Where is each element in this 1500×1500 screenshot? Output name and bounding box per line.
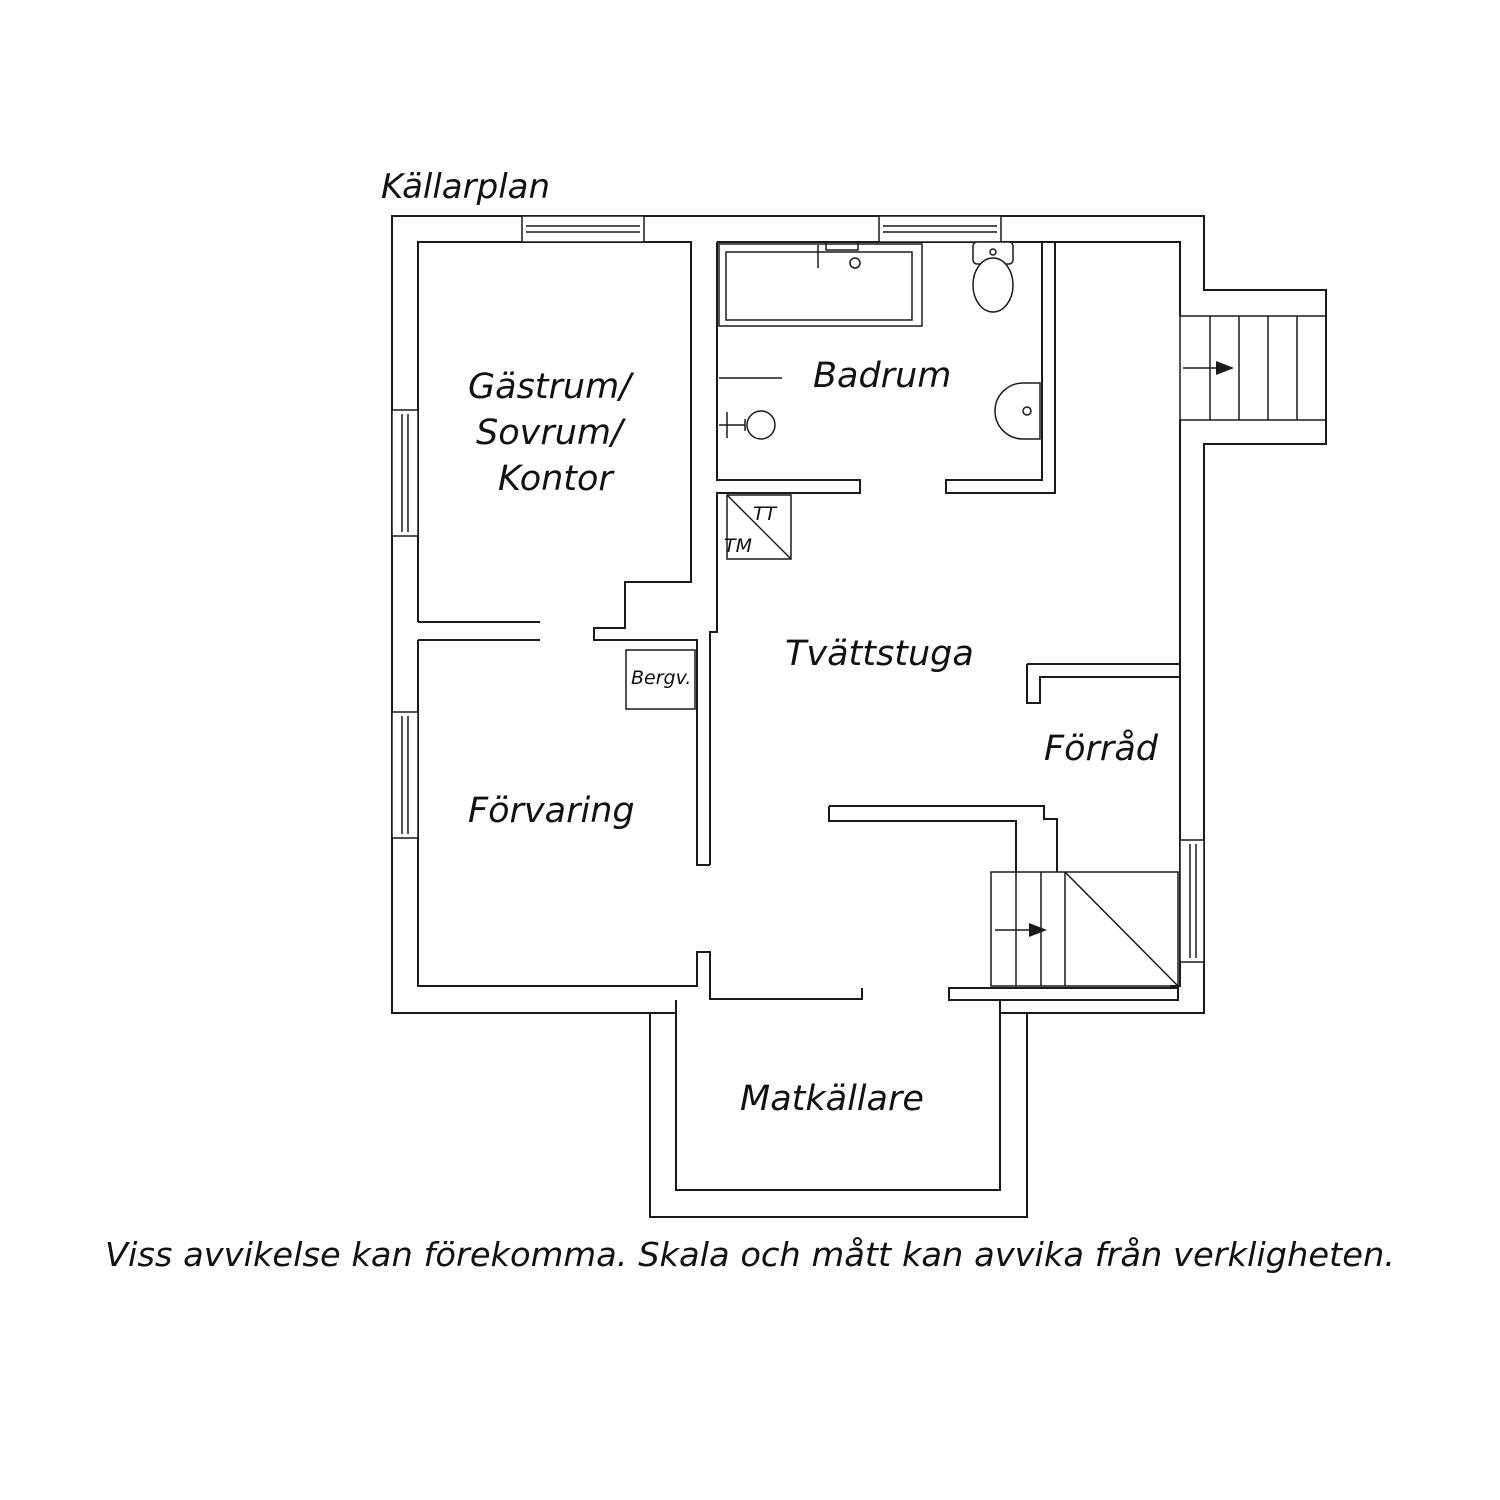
- wall-bottom-right: [948, 987, 1179, 1001]
- rock-heat-pump-label: Bergv.: [631, 667, 691, 689]
- rock-heat-pump-box: [625, 649, 696, 710]
- room-label-food-cellar: Matkällare: [740, 1079, 924, 1119]
- room-label-laundry: Tvättstuga: [785, 634, 974, 674]
- wall-right-inner: [1055, 241, 1181, 987]
- wall-laundry-left: [709, 242, 861, 865]
- window-top-bathroom: [878, 215, 1002, 243]
- window-top-left: [521, 215, 645, 243]
- outdoor-stairs: [1179, 315, 1327, 421]
- washer-label: TM: [724, 535, 752, 557]
- shower: [719, 377, 782, 440]
- toilet: [972, 241, 1014, 313]
- indoor-stairs: [990, 871, 1179, 987]
- room-label-storeroom: Förråd: [1044, 728, 1159, 769]
- window-left-storage: [391, 711, 419, 839]
- outer-wall-inner: [417, 241, 710, 866]
- room-label-bathroom: Badrum: [813, 356, 951, 396]
- room-label-guest-2: Sovrum/: [476, 413, 626, 453]
- wall-food-cellar-inner: [675, 1000, 1001, 1191]
- room-label-storage: Förvaring: [468, 791, 635, 831]
- window-right-stair: [1179, 839, 1205, 963]
- window-left-guest: [391, 409, 419, 537]
- wall-storeroom-bottom: [828, 805, 1058, 872]
- plan-title: Källarplan: [381, 167, 550, 207]
- dryer-label: TT: [753, 503, 778, 525]
- outer-wall-inner-bottom-left: [417, 640, 863, 1000]
- bathtub: [718, 241, 923, 327]
- wall-storeroom: [1026, 663, 1180, 704]
- disclaimer-text: Viss avvikelse kan förekomma. Skala och …: [105, 1235, 1395, 1274]
- washer-dryer-box: [726, 494, 792, 560]
- room-label-guest-3: Kontor: [498, 459, 615, 499]
- sink: [994, 382, 1041, 440]
- wall-bottom-left-seg: [709, 986, 863, 999]
- room-label-guest-1: Gästrum/: [468, 367, 634, 407]
